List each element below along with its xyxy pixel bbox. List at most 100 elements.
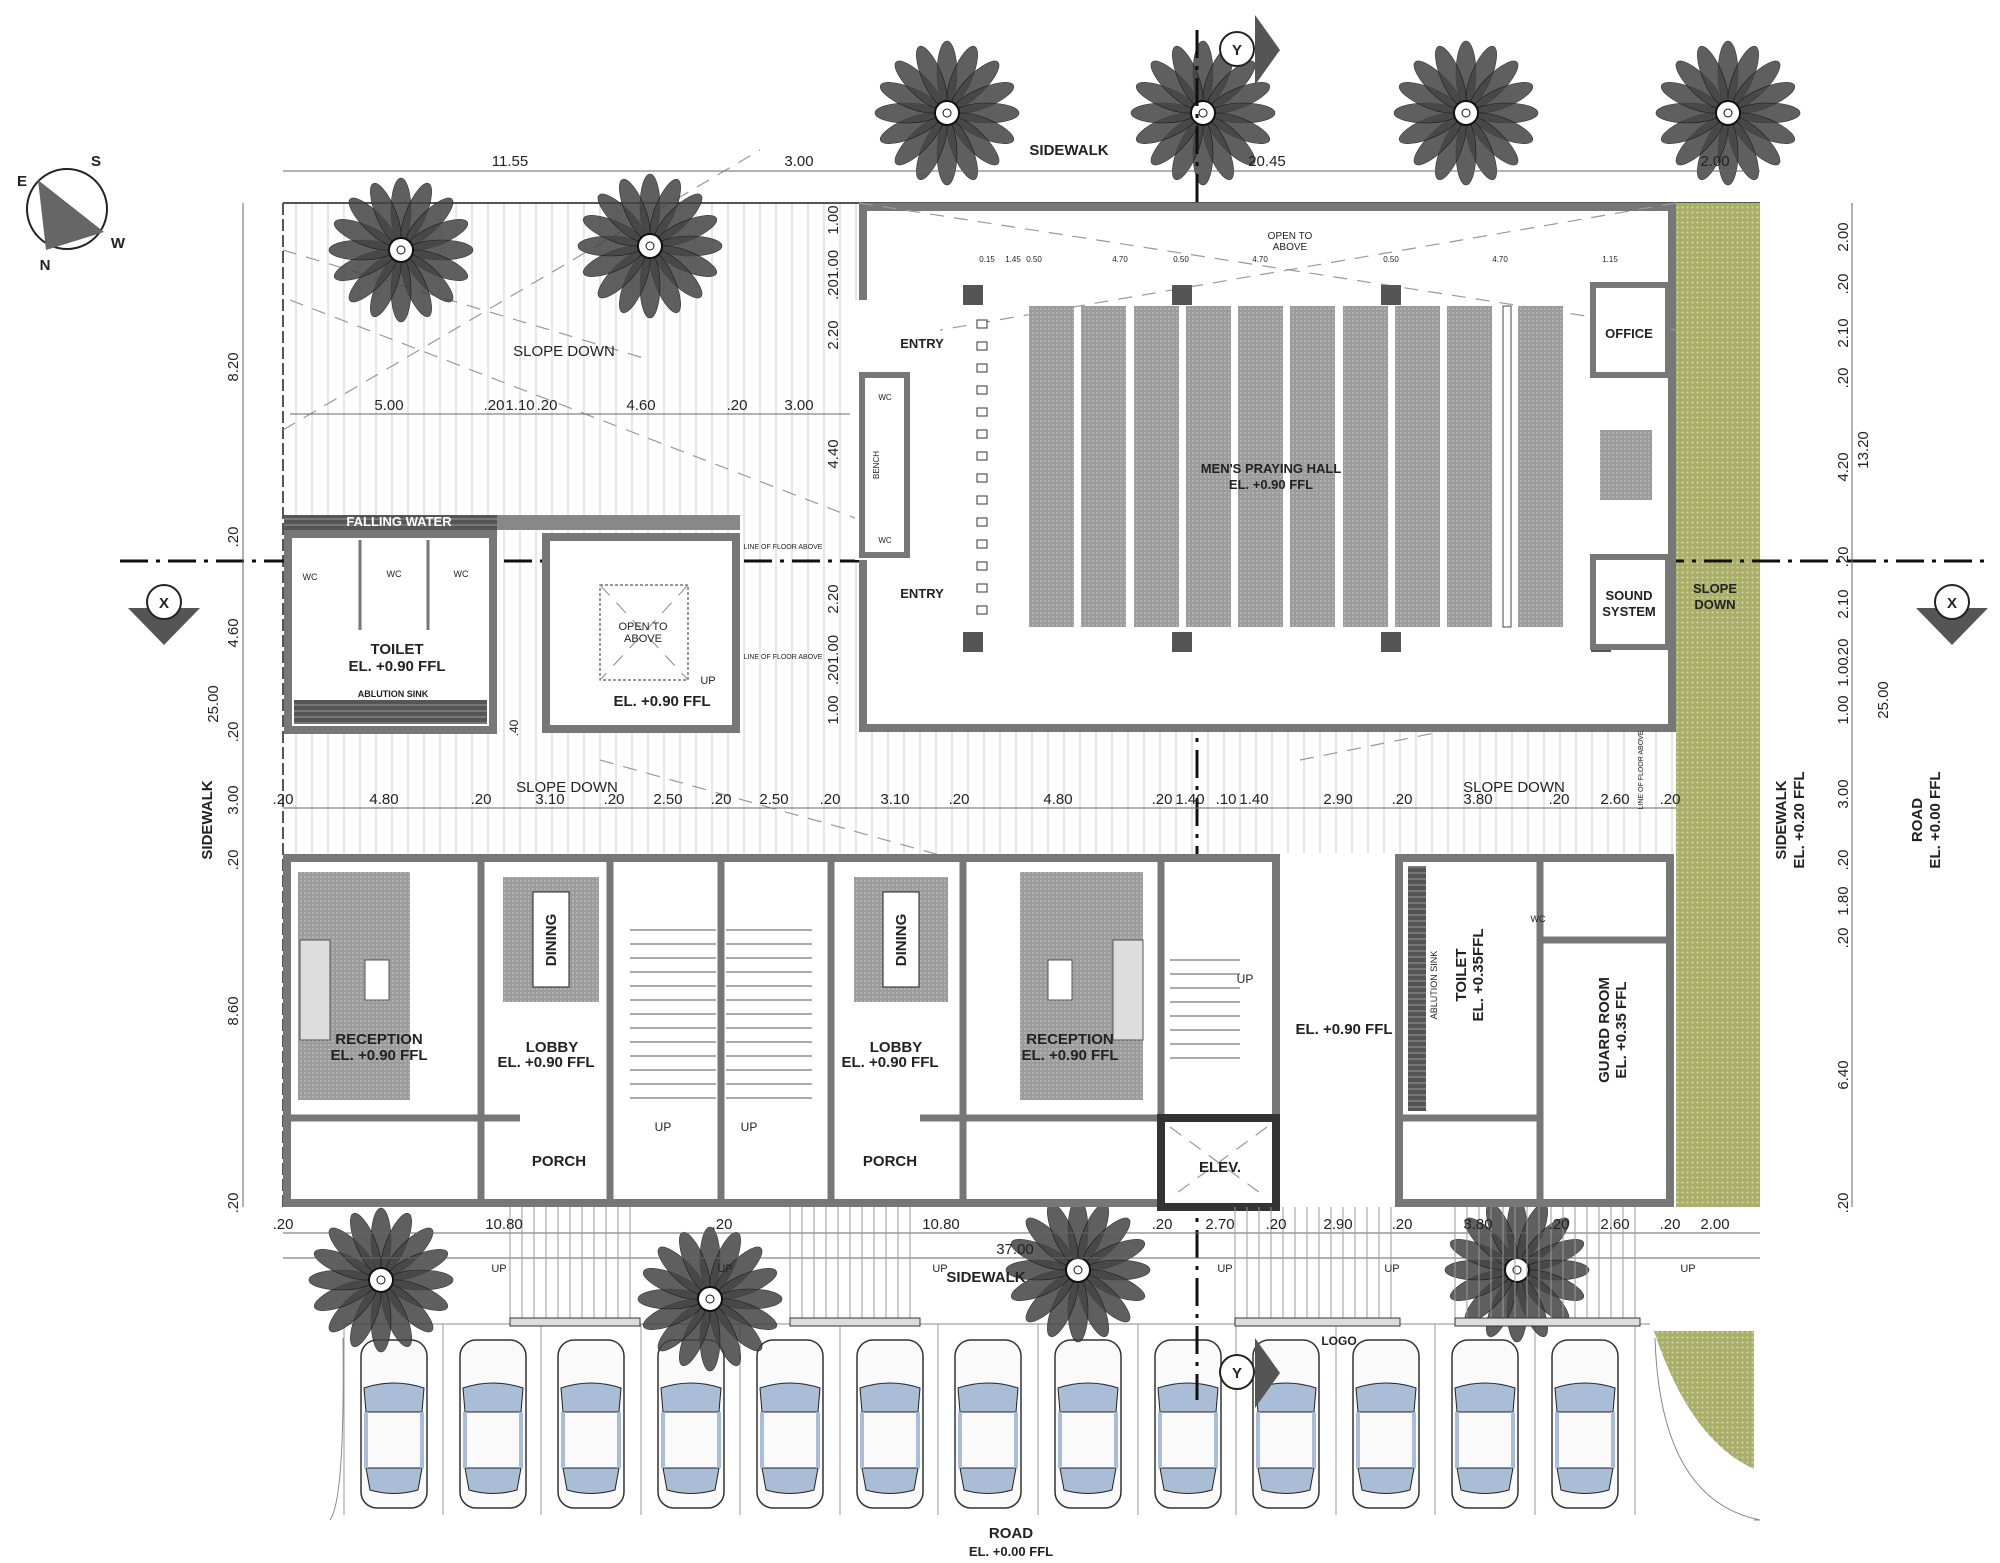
dim: 1.10 bbox=[505, 397, 534, 414]
shoe-rack bbox=[976, 473, 988, 483]
dim: .20 bbox=[712, 1216, 733, 1233]
dim-vertical: 1.00 bbox=[1835, 695, 1852, 724]
wc-label: WC bbox=[878, 393, 892, 402]
dim-vertical: 8.60 bbox=[225, 996, 242, 1025]
sidewalk-elevation-right: EL. +0.20 FFL bbox=[1791, 771, 1808, 868]
toilet-label: TOILET bbox=[1453, 948, 1470, 1001]
dim: 2.90 bbox=[1323, 1216, 1352, 1233]
section-marker-x-left: X bbox=[128, 584, 200, 645]
wc-label: WC bbox=[387, 569, 402, 579]
dim-vertical: 2.10 bbox=[1835, 589, 1852, 618]
dim: 3.80 bbox=[1463, 1216, 1492, 1233]
reception-label: RECEPTION bbox=[335, 1031, 423, 1048]
dim: .20 bbox=[1152, 1216, 1173, 1233]
tree-icon bbox=[328, 177, 474, 323]
dim: .20 bbox=[1392, 1216, 1413, 1233]
dim-small: 4.70 bbox=[1252, 255, 1268, 264]
axis-label: Y bbox=[1232, 1365, 1242, 1382]
up-label: UP bbox=[655, 1120, 672, 1134]
open-to-above-label: ABOVE bbox=[1273, 242, 1308, 253]
shoe-rack bbox=[976, 517, 988, 527]
dim: .20 bbox=[471, 791, 492, 808]
section-marker-x-right: X bbox=[1916, 584, 1988, 645]
sound-system-label: SOUND bbox=[1606, 588, 1653, 603]
wc-label: WC bbox=[454, 569, 469, 579]
mens-praying-hall: MEN'S PRAYING HALL EL. +0.90 FFL OPEN TO… bbox=[855, 202, 1737, 732]
guard-room-label: GUARD ROOM bbox=[1596, 977, 1613, 1083]
dim-small: 0.15 bbox=[979, 255, 995, 264]
line-floor-above-label: LINE OF FLOOR ABOVE bbox=[744, 654, 823, 661]
dim: 1.40 bbox=[1239, 791, 1268, 808]
dining-table bbox=[532, 891, 570, 988]
dim: .20 bbox=[1392, 791, 1413, 808]
up-label: UP bbox=[1217, 1263, 1232, 1275]
dim: 10.80 bbox=[922, 1216, 960, 1233]
dim-vertical: .20 bbox=[1835, 850, 1852, 871]
dim: .20 bbox=[484, 397, 505, 414]
upper-toilet-block: FALLING WATER WC WC WC TOILET EL. +0.90 … bbox=[284, 514, 740, 736]
lobby-elevation: EL. +0.90 FFL bbox=[497, 1054, 594, 1071]
open-area-elevation: EL. +0.90 FFL bbox=[1295, 1021, 1392, 1038]
compass-e: E bbox=[17, 173, 27, 190]
dim-top: 3.00 bbox=[784, 153, 813, 170]
dim-small: 0.50 bbox=[1026, 255, 1042, 264]
shoe-rack bbox=[976, 561, 988, 571]
wc-label: WC bbox=[1531, 914, 1546, 924]
lobby-label: LOBBY bbox=[526, 1039, 579, 1056]
dim: 2.70 bbox=[1205, 1216, 1234, 1233]
line-floor-above-label: LINE OF FLOOR ABOVE bbox=[1638, 730, 1645, 809]
dim-vertical: 6.40 bbox=[1835, 1060, 1852, 1089]
tree-icon bbox=[1393, 40, 1539, 186]
slope-down-label: SLOPE DOWN bbox=[1463, 779, 1565, 796]
dim-vertical: .20 bbox=[1835, 547, 1852, 568]
tree-icon bbox=[308, 1207, 454, 1353]
prayer-row-carpet bbox=[1029, 306, 1074, 627]
falling-water-label: FALLING WATER bbox=[346, 514, 452, 529]
dim-vertical: 1.00 bbox=[825, 695, 842, 724]
up-label: UP bbox=[717, 1263, 732, 1275]
open-to-above-label: ABOVE bbox=[624, 633, 662, 645]
up-label: UP bbox=[932, 1263, 947, 1275]
dim-top: 11.55 bbox=[492, 153, 528, 170]
sidewalk-label-bottom: SIDEWALK bbox=[946, 1269, 1025, 1286]
dim: 2.50 bbox=[759, 791, 788, 808]
compass-n: N bbox=[40, 257, 51, 274]
tree-icon bbox=[874, 40, 1020, 186]
dim: .20 bbox=[711, 791, 732, 808]
prayer-row-carpet bbox=[1343, 306, 1388, 627]
slope-down-label: SLOPE bbox=[1693, 581, 1737, 596]
entrance-platform bbox=[789, 1317, 921, 1327]
compass-s: S bbox=[91, 153, 101, 170]
parked-car bbox=[1352, 1339, 1420, 1509]
reception-label: RECEPTION bbox=[1026, 1031, 1114, 1048]
column bbox=[963, 285, 983, 305]
dim-vertical: 1.80 bbox=[1835, 886, 1852, 915]
prayer-row-carpet bbox=[1290, 306, 1335, 627]
parked-car bbox=[459, 1339, 527, 1509]
road-elevation: EL. +0.00 FFL bbox=[969, 1544, 1053, 1559]
dining-table bbox=[882, 891, 920, 988]
ablution-sink-label: ABLUTION SINK bbox=[1429, 951, 1439, 1020]
parked-car bbox=[1154, 1339, 1222, 1509]
dim-vertical: .20 bbox=[1835, 274, 1852, 295]
elevator-label: ELEV. bbox=[1199, 1159, 1241, 1176]
shoe-rack bbox=[976, 495, 988, 505]
sofa bbox=[1112, 939, 1144, 1041]
entrance-platform bbox=[1454, 1317, 1641, 1327]
dim-small: 4.70 bbox=[1112, 255, 1128, 264]
shoe-rack bbox=[976, 319, 988, 329]
dim: .20 bbox=[273, 1216, 294, 1233]
porch-label: PORCH bbox=[863, 1153, 917, 1170]
dim-small: 1.45 bbox=[1005, 255, 1021, 264]
toilet-elevation: EL. +0.90 FFL bbox=[348, 658, 445, 675]
dim: 4.80 bbox=[1043, 791, 1072, 808]
entry-label: ENTRY bbox=[900, 336, 944, 351]
up-label: UP bbox=[700, 675, 715, 687]
upper-stair-block: OPEN TO ABOVE EL. +0.90 FFL UP LINE OF F… bbox=[542, 533, 823, 733]
hall-title: MEN'S PRAYING HALL bbox=[1201, 461, 1342, 476]
dim: .20 bbox=[604, 791, 625, 808]
porch-label: PORCH bbox=[532, 1153, 586, 1170]
shoe-rack bbox=[976, 341, 988, 351]
road-label-right: ROAD bbox=[1909, 798, 1926, 842]
